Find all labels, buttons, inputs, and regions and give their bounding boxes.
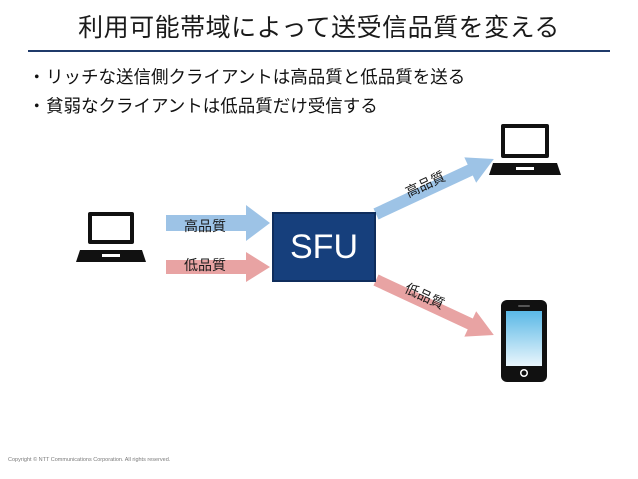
bullet-text: リッチな送信側クライアントは高品質と低品質を送る xyxy=(46,68,466,88)
send-low-arrow xyxy=(166,252,270,282)
bullet-symbol: ・ xyxy=(28,68,46,88)
send-low-label: 低品質 xyxy=(184,258,226,274)
recv-high-arrow xyxy=(373,157,494,220)
sfu-label: SFU xyxy=(290,227,358,266)
laptop-icon xyxy=(76,212,146,262)
bullet-list: ・リッチな送信側クライアントは高品質と低品質を送る ・貧弱なクライアントは低品質… xyxy=(28,64,465,122)
recv-low-arrow xyxy=(373,274,494,337)
sfu-server-box: SFU xyxy=(272,212,376,282)
smartphone-icon xyxy=(501,300,547,382)
slide-title: 利用可能帯域によって送受信品質を変える xyxy=(28,8,610,52)
laptop-icon xyxy=(489,124,561,175)
copyright-footer: Copyright © NTT Communications Corporati… xyxy=(8,457,171,463)
bullet-symbol: ・ xyxy=(28,97,46,117)
send-high-arrow xyxy=(166,205,270,241)
bullet-text: 貧弱なクライアントは低品質だけ受信する xyxy=(46,97,378,117)
bullet-item: ・貧弱なクライアントは低品質だけ受信する xyxy=(28,93,465,122)
bullet-item: ・リッチな送信側クライアントは高品質と低品質を送る xyxy=(28,64,465,93)
send-high-label: 高品質 xyxy=(184,219,226,235)
